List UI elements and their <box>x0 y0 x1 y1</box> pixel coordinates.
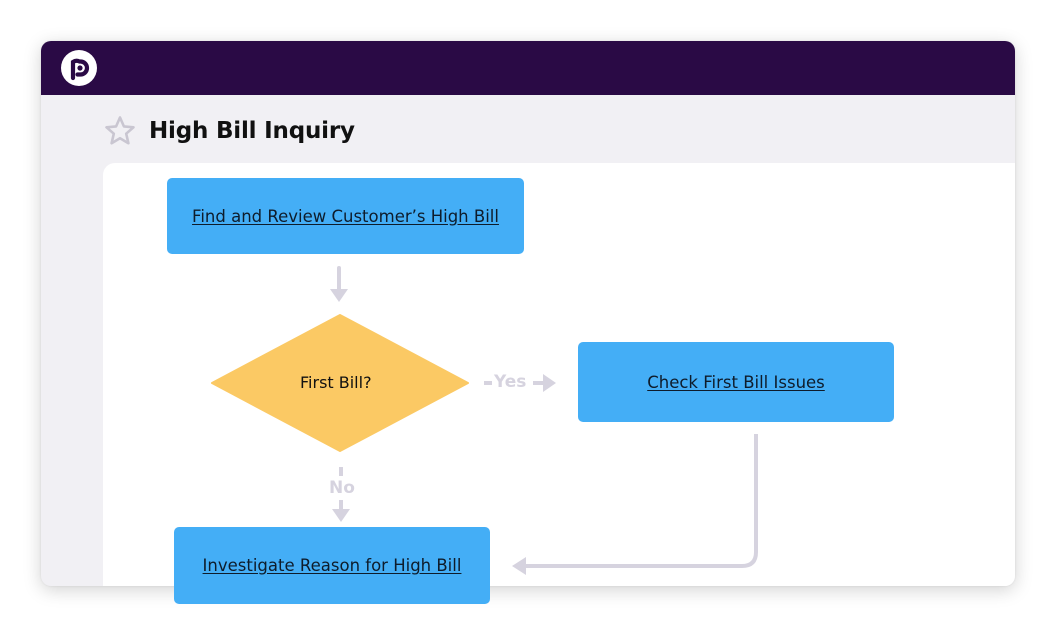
node-check-first-bill-issues[interactable]: Check First Bill Issues <box>578 342 894 422</box>
edge-label-yes: Yes <box>494 372 527 392</box>
decision-diamond[interactable] <box>211 314 469 452</box>
top-bar <box>41 41 1015 95</box>
arrow-check-to-investigate <box>512 434 758 575</box>
p-logo-icon[interactable] <box>61 50 97 86</box>
node-find-review-high-bill[interactable]: Find and Review Customer’s High Bill <box>167 178 524 254</box>
edge-label-no: No <box>329 478 355 498</box>
title-row: High Bill Inquiry <box>103 111 355 151</box>
node-check-first-bill-label[interactable]: Check First Bill Issues <box>647 372 825 392</box>
arrow-find-to-decision <box>330 266 348 302</box>
node-investigate-reason[interactable]: Investigate Reason for High Bill <box>174 527 490 604</box>
page-title: High Bill Inquiry <box>149 118 355 144</box>
node-find-review-label[interactable]: Find and Review Customer’s High Bill <box>192 206 499 226</box>
node-investigate-label[interactable]: Investigate Reason for High Bill <box>202 556 462 575</box>
decision-label: First Bill? <box>300 373 372 392</box>
arrow-no <box>332 467 350 522</box>
star-outline-icon[interactable] <box>103 114 137 148</box>
arrow-yes <box>484 374 556 392</box>
